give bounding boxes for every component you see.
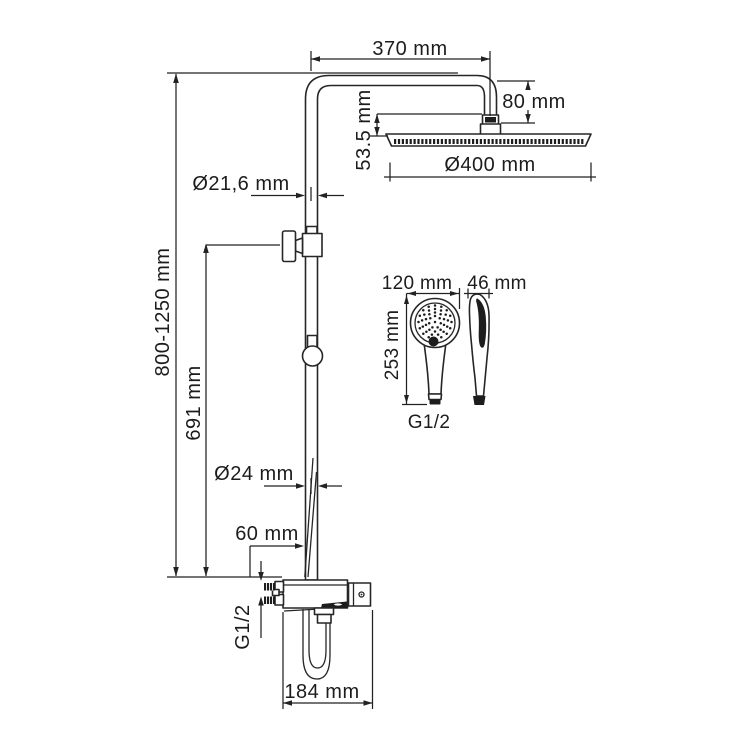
dim-arm-drop: 80 mm	[497, 80, 566, 124]
dim-mixer-thread: G1/2	[232, 561, 264, 650]
shower-column	[264, 74, 592, 680]
dim-mixer-offset: 60 mm	[235, 523, 304, 577]
dim-handshower-length-label: 253 mm	[382, 310, 403, 380]
mixer-body	[264, 579, 372, 680]
dim-mixer-offset-label: 60 mm	[235, 523, 299, 545]
dim-head-to-arm: 53.5 mm	[353, 89, 482, 171]
dim-mixer-width: 184 mm	[282, 610, 374, 709]
dim-upper-pipe-diameter-label: Ø21,6 mm	[192, 173, 289, 195]
dim-head-to-arm-label: 53.5 mm	[353, 89, 375, 170]
dim-handshower-frame: 120 mm 253 mm	[382, 273, 461, 406]
hand-shower-inset	[409, 293, 490, 405]
dim-head-diameter-label: Ø400 mm	[444, 154, 535, 176]
mixer-handle	[347, 582, 372, 607]
dim-overall-height: 800-1250 mm	[152, 72, 458, 578]
side-view-face-crescent	[476, 298, 487, 348]
hand-shower-side-view	[468, 293, 490, 405]
shower-hose	[302, 607, 335, 680]
dim-mixer-thread-label: G1/2	[232, 604, 254, 649]
slider-holder	[301, 334, 324, 367]
dim-handshower-depth: 46 mm	[464, 273, 527, 299]
wall-bracket	[281, 225, 323, 263]
dim-upper-pipe-diameter: Ø21,6 mm	[192, 173, 344, 201]
inner-tube-line-2	[307, 471, 318, 578]
handle-black-band	[429, 399, 441, 405]
outlet-highlight	[334, 603, 342, 606]
dim-mixer-width-label: 184 mm	[284, 681, 359, 703]
dim-lower-section-height: 691 mm	[183, 243, 280, 577]
dimension-annotations: 370 mm 80 mm 53.5 mm Ø400 mm	[152, 38, 596, 709]
wall-connection-stubs	[264, 580, 285, 606]
dim-head-diameter: Ø400 mm	[384, 154, 596, 182]
hand-shower-front-view	[409, 297, 461, 405]
dim-arm-drop-label: 80 mm	[502, 91, 566, 113]
dim-lower-section-height-label: 691 mm	[183, 365, 205, 440]
thread-hatch	[266, 583, 273, 604]
dim-lower-pipe-diameter: Ø24 mm	[214, 463, 342, 494]
side-view-black-tip	[473, 396, 486, 405]
rain-shower-head	[385, 133, 592, 147]
rain-head-connector	[479, 114, 502, 137]
inner-tube-line	[304, 457, 314, 578]
dim-handshower-depth-label: 46 mm	[467, 273, 527, 294]
dim-arm-length-label: 370 mm	[372, 38, 447, 60]
dim-overall-height-label: 800-1250 mm	[152, 248, 174, 377]
dim-handshower-thread-label: G1/2	[408, 412, 450, 433]
spray-nozzle-dots	[417, 304, 453, 340]
dim-arm-length: 370 mm	[310, 38, 491, 116]
dim-lower-pipe-diameter-label: Ø24 mm	[214, 463, 294, 485]
mode-button	[428, 336, 439, 347]
dim-handshower-width-label: 120 mm	[382, 273, 452, 294]
bracket-knob	[281, 230, 297, 263]
